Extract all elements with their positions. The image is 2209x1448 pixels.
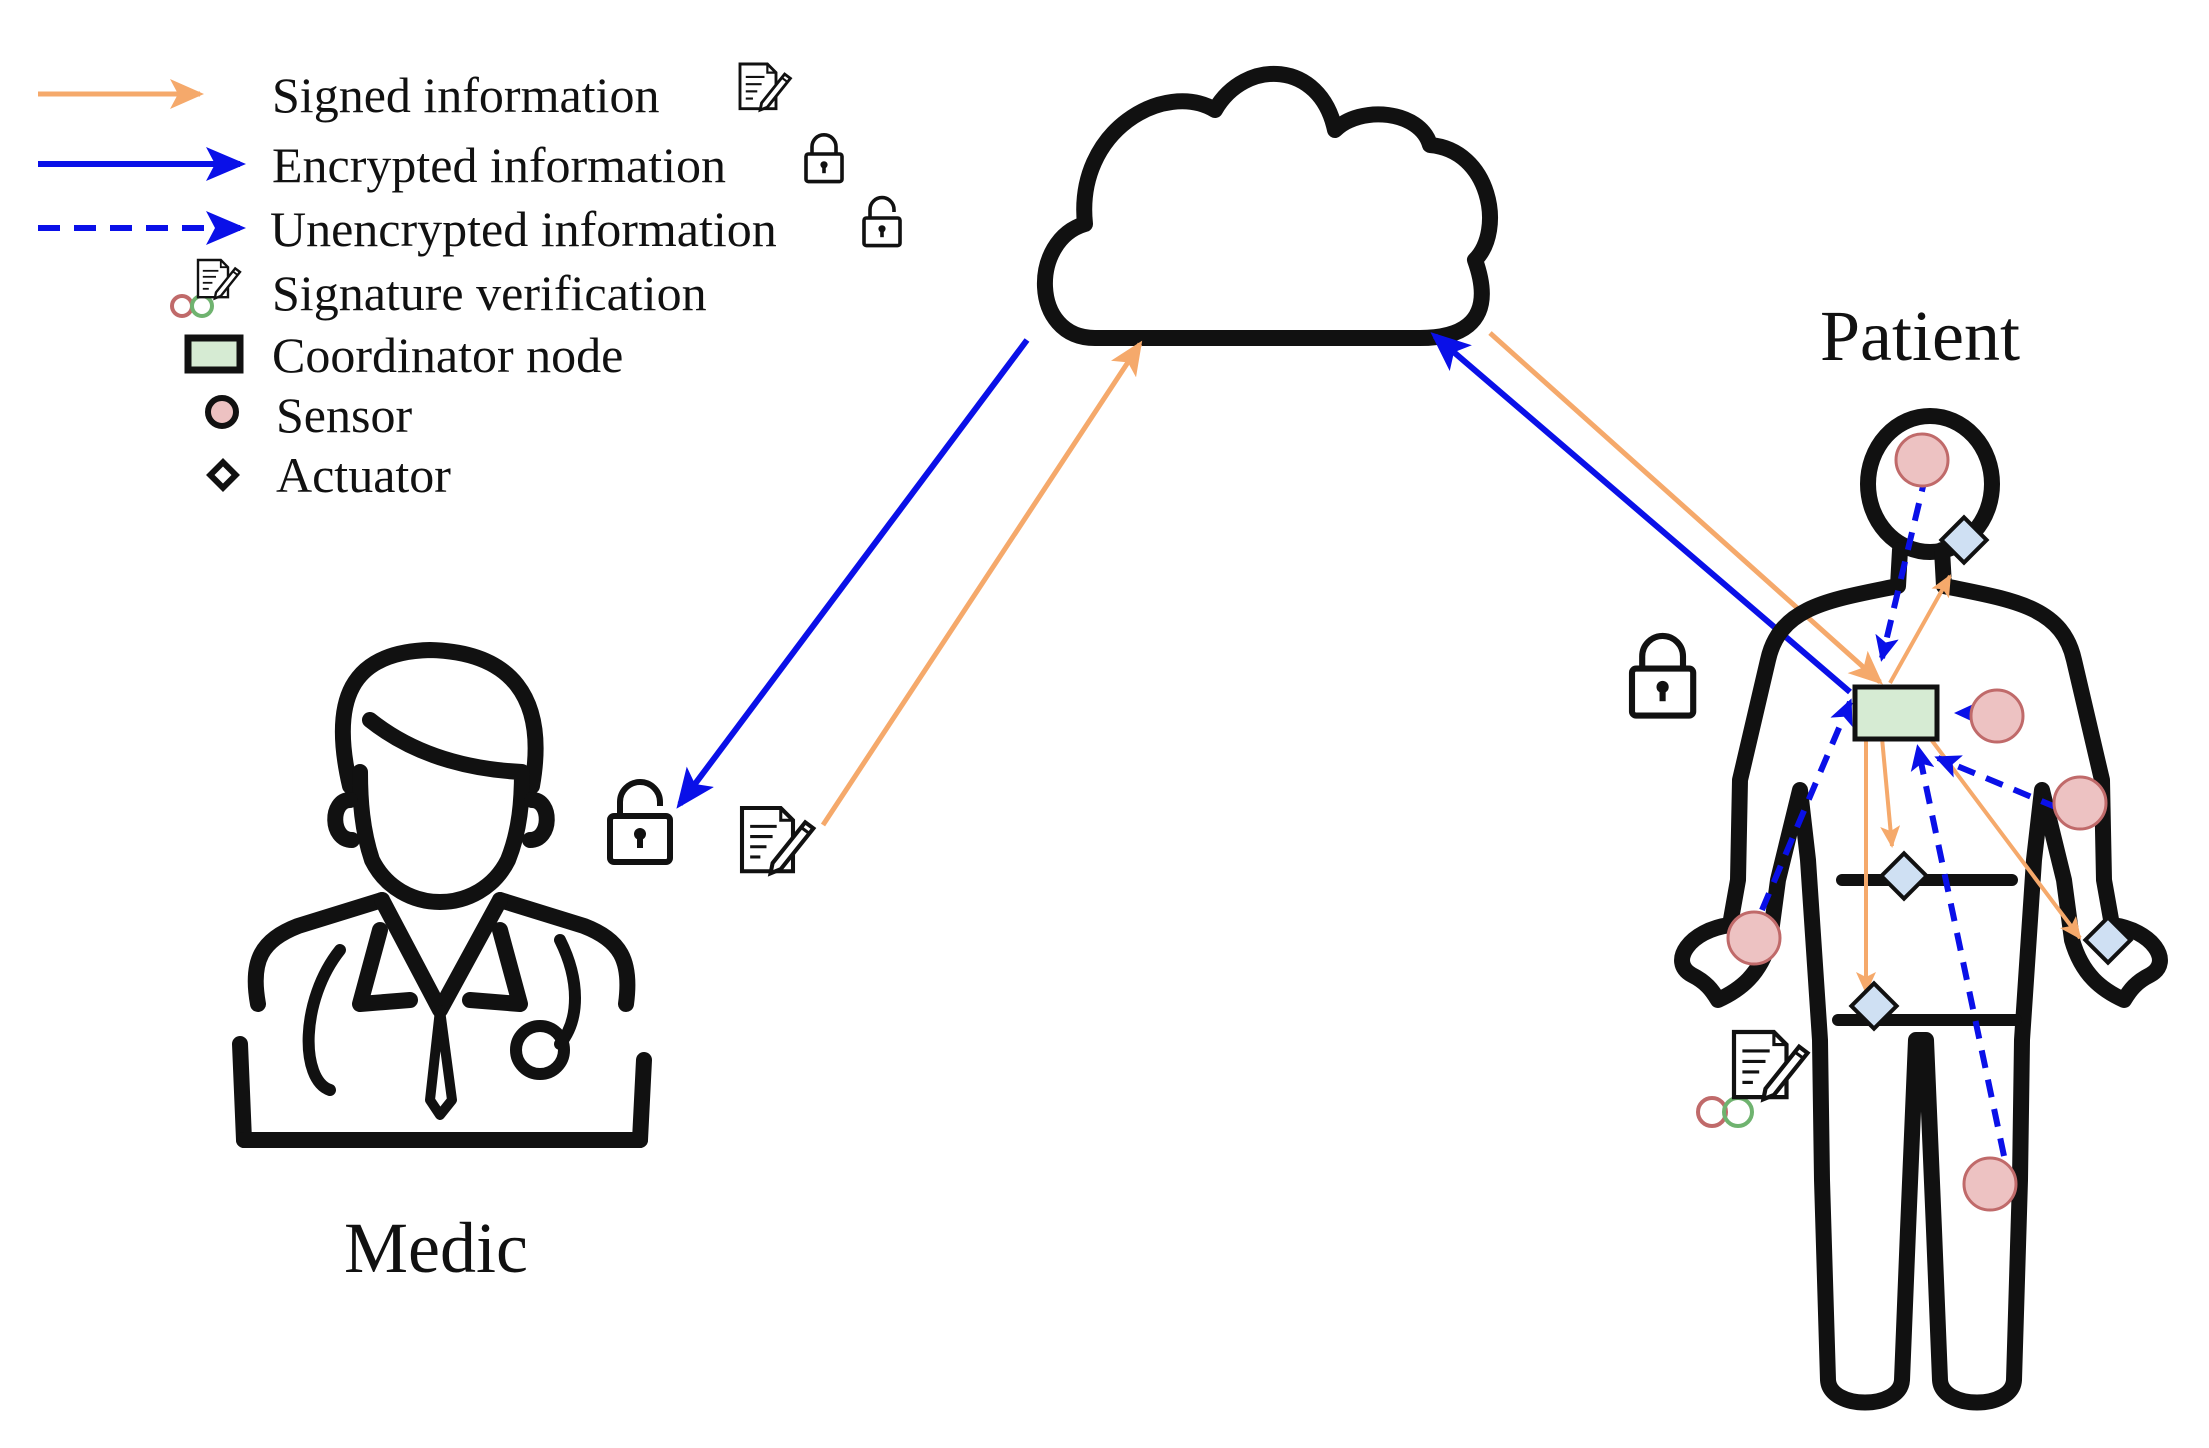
sensors bbox=[1726, 432, 2108, 1212]
human-body-icon bbox=[1674, 408, 2168, 1411]
lock-closed-icon bbox=[1632, 636, 1693, 716]
legend-verification-label: Signature verification bbox=[272, 265, 707, 321]
legend-sensor-label: Sensor bbox=[276, 387, 412, 443]
patient-signed-arrows bbox=[1856, 574, 2082, 994]
verification-icon bbox=[170, 258, 242, 318]
actuator-neck bbox=[1938, 514, 1990, 566]
legend-actuator-symbol bbox=[206, 458, 240, 492]
legend-unencrypted-label: Unencrypted information bbox=[270, 201, 777, 257]
coordinator-node bbox=[1852, 684, 1940, 742]
actuator-abdomen bbox=[1878, 850, 1930, 902]
cloud-icon bbox=[1036, 65, 1498, 346]
sensor-chest bbox=[1969, 688, 2025, 744]
medic-to-cloud-signed-arrow bbox=[820, 340, 1143, 827]
legend: Signed information Encrypted information… bbox=[38, 62, 902, 503]
doctor-icon bbox=[232, 642, 652, 1148]
verification-icon bbox=[1696, 1032, 1808, 1128]
document-sign-icon bbox=[742, 808, 813, 873]
actuator-right-hand bbox=[2082, 914, 2134, 966]
document-sign-icon bbox=[738, 62, 792, 112]
patient-label: Patient bbox=[1820, 296, 2020, 376]
actuator-hip bbox=[1848, 980, 1900, 1032]
sensor-leg bbox=[1962, 1156, 2018, 1212]
lock-closed-icon bbox=[804, 133, 844, 184]
coordinator-to-cloud-encrypted-arrow bbox=[1430, 332, 1852, 695]
lock-open-icon bbox=[610, 782, 670, 862]
legend-actuator-label: Actuator bbox=[276, 447, 451, 503]
cloud-to-medic-encrypted-arrow bbox=[676, 338, 1030, 809]
legend-coordinator-label: Coordinator node bbox=[272, 327, 623, 383]
medic-label: Medic bbox=[344, 1208, 528, 1288]
legend-sensor-symbol bbox=[205, 395, 239, 429]
legend-signed-label: Signed information bbox=[272, 67, 659, 123]
sensor-right-arm bbox=[2052, 775, 2108, 831]
legend-encrypted-label: Encrypted information bbox=[272, 137, 726, 193]
sensor-head bbox=[1894, 432, 1950, 488]
cloud-to-coordinator-signed-arrow bbox=[1488, 331, 1883, 685]
legend-coordinator-symbol bbox=[184, 334, 244, 374]
lock-open-icon bbox=[862, 195, 902, 248]
actuators bbox=[1848, 514, 2134, 1032]
sensor-left-hand bbox=[1726, 910, 1782, 966]
